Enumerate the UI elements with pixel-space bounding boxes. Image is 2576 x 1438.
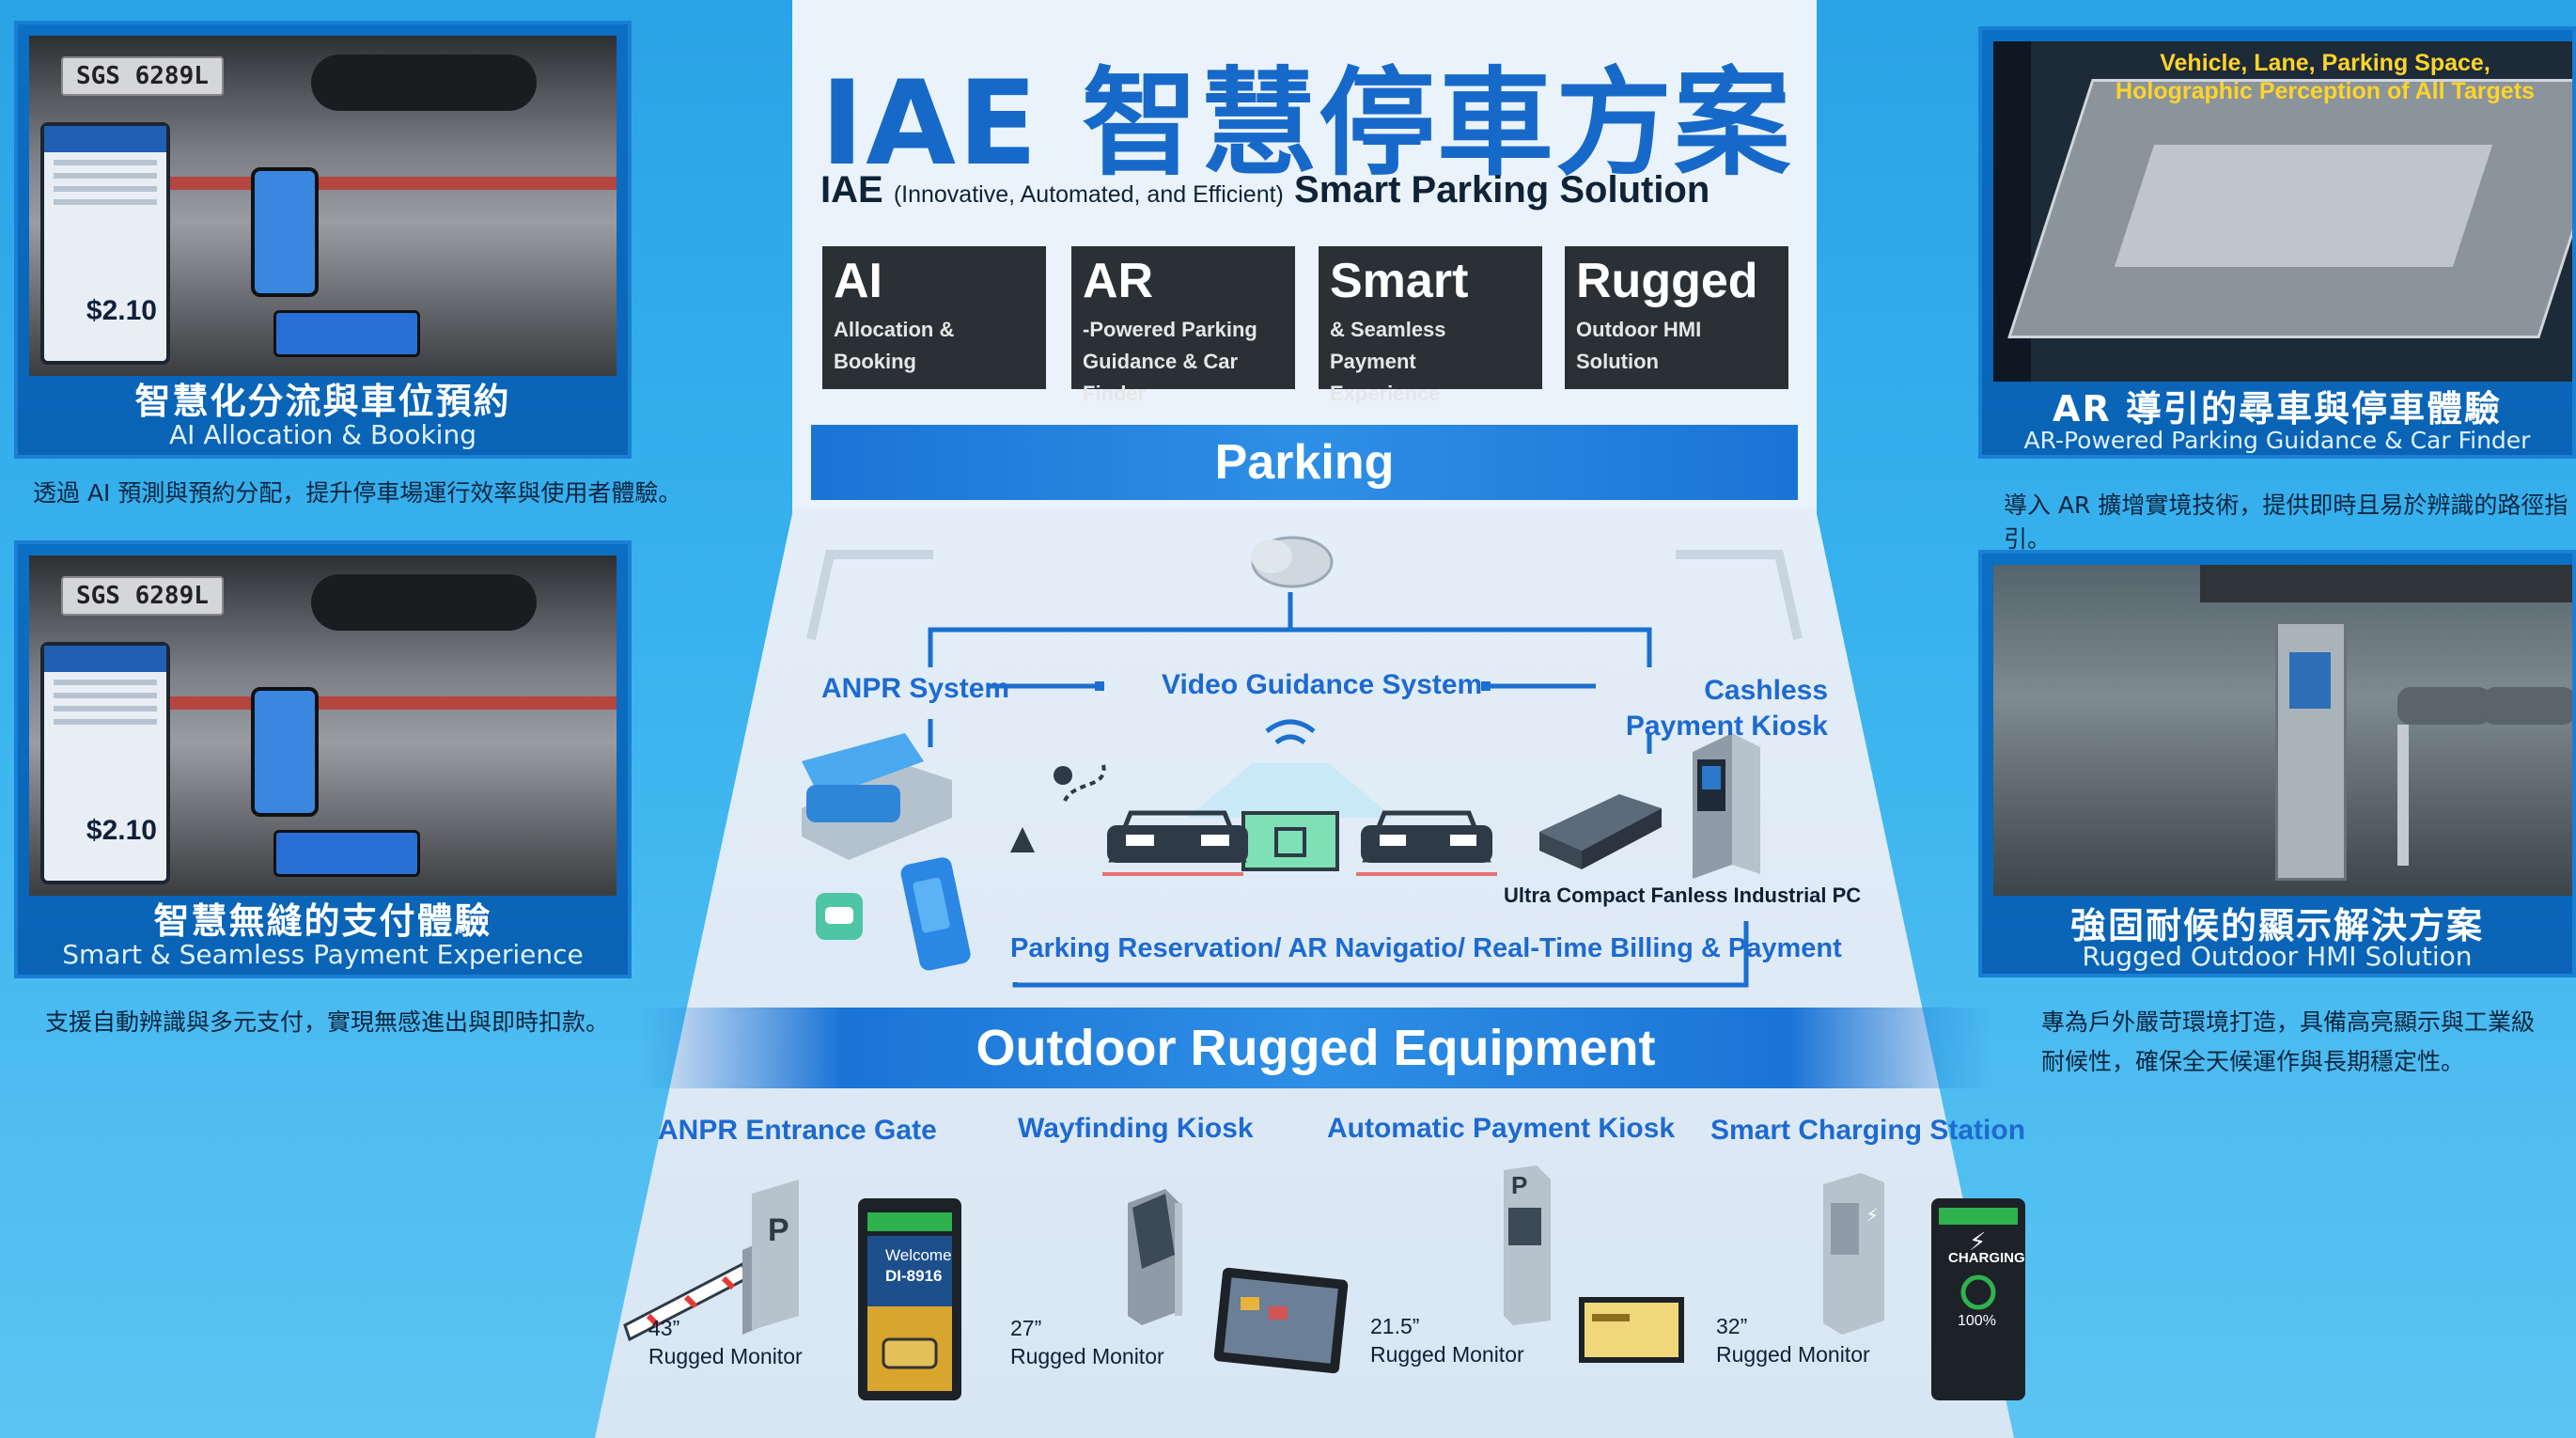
app-icon: [816, 893, 863, 940]
ar-map-screenshot: Vehicle, Lane, Parking Space, Holographi…: [1993, 41, 2572, 382]
svg-text:P: P: [768, 1212, 789, 1248]
video-guidance-label: Video Guidance System: [1162, 669, 1483, 700]
monitor-size-21: 21.5”Rugged Monitor: [1370, 1314, 1524, 1367]
card-seamless-payment: SGS 6289L $2.10 智慧無縫的支付體驗 Smart & Seamle…: [14, 540, 632, 978]
parking-slot-icon: [1187, 719, 1394, 871]
card-desc-line1: 專為戶外嚴苛環境打造，具備高亮顯示與工業級: [2041, 1008, 2536, 1036]
phone-icon: [251, 687, 319, 817]
route-icon: [1010, 760, 1106, 852]
page-title: IAE 智慧停車方案: [820, 56, 1792, 192]
anpr-gate-label: ANPR Entrance Gate: [658, 1115, 937, 1146]
monitor-size-32: 32”Rugged Monitor: [1716, 1314, 1870, 1367]
car-icon: [1102, 810, 1248, 876]
card-title-zh: 智慧無縫的支付體驗: [153, 900, 492, 942]
charging-text: CHARGING: [1948, 1250, 2025, 1266]
cashless-kiosk-label: Cashless Payment Kiosk: [1625, 675, 1828, 742]
car-interior-photo: SGS 6289L $2.10: [29, 555, 617, 896]
payment-kiosk-icon: [1693, 733, 1760, 879]
card-title-zh: 智慧化分流與車位預約: [134, 381, 511, 422]
parking-band: Parking: [811, 425, 1798, 500]
tablet-app: $2.10: [40, 642, 170, 884]
wayfinding-monitor: [1213, 1267, 1349, 1374]
car-icon: [1356, 810, 1497, 876]
card-desc: 支援自動辨識與多元支付，實現無感進出與即時扣款。: [45, 1008, 610, 1036]
dashboard-screen: [273, 830, 420, 877]
svg-text:P: P: [1511, 1171, 1527, 1199]
plate-text: DI-8916: [885, 1267, 943, 1285]
charging-station-label: Smart Charging Station: [1710, 1115, 2026, 1146]
charging-station-icon: ⚡: [1823, 1173, 1884, 1335]
monitor-size-43: 43”Rugged Monitor: [648, 1316, 803, 1368]
card-rugged-hmi: 強固耐候的顯示解決方案 Rugged Outdoor HMI Solution: [1978, 550, 2576, 977]
card-ai-allocation: SGS 6289L $2.10 智慧化分流與車位預約 AI Allocation…: [14, 21, 632, 459]
card-title-en: AR-Powered Parking Guidance & Car Finder: [2023, 427, 2531, 454]
payment-kiosk-icon: P: [1504, 1165, 1551, 1325]
wayfinding-kiosk-icon: [1128, 1189, 1182, 1325]
lightning-icon: ⚡: [1969, 1228, 1986, 1257]
cloud-icon: [1251, 536, 1334, 588]
parking-diagram: [802, 536, 1803, 988]
payment-monitor: [1579, 1297, 1684, 1363]
card-desc: 透過 AI 預測與預約分配，提升停車場運行效率與使用者體驗。: [33, 479, 682, 507]
card-ar-guidance: Vehicle, Lane, Parking Space, Holographi…: [1978, 26, 2576, 459]
welcome-text: Welcome: [885, 1246, 952, 1264]
car-interior-photo: SGS 6289L $2.10: [29, 36, 617, 376]
svg-text:⚡: ⚡: [1866, 1204, 1879, 1227]
industrial-pc-label: Ultra Compact Fanless Industrial PC: [1504, 883, 1862, 907]
card-title-en: Smart & Seamless Payment Experience: [62, 939, 584, 970]
rainy-kiosk-photo: [1993, 565, 2572, 896]
payment-kiosk-label: Automatic Payment Kiosk: [1327, 1113, 1676, 1144]
page-subtitle: IAE (Innovative, Automated, and Efficien…: [820, 169, 1710, 211]
outdoor-devices: P P ⚡ ⚡: [623, 1165, 2025, 1400]
license-plate: SGS 6289L: [61, 56, 224, 96]
entrance-monitor: [858, 1198, 961, 1400]
tablet-app: $2.10: [40, 122, 170, 365]
industrial-pc-icon: [1539, 794, 1662, 869]
anpr-car-icon: [802, 733, 952, 860]
charging-monitor: ⚡: [1931, 1198, 2025, 1400]
gate-barrier-icon: P: [623, 1180, 799, 1342]
charge-percent: 100%: [1958, 1313, 1996, 1329]
wayfinding-kiosk-label: Wayfinding Kiosk: [1018, 1113, 1254, 1144]
tile-ar: AR-Powered Parking Guidance & Car Finder: [1071, 246, 1295, 405]
services-label: Parking Reservation/ AR Navigatio/ Real-…: [1010, 933, 1842, 963]
monitor-size-27: 27”Rugged Monitor: [1010, 1316, 1164, 1368]
tile-smart: Smart& Seamless Payment Experience: [1319, 246, 1542, 405]
phone-icon: [251, 167, 319, 297]
card-title-en: AI Allocation & Booking: [169, 419, 476, 450]
card-title-en: Rugged Outdoor HMI Solution: [2082, 941, 2473, 972]
card-title-zh: AR 導引的尋車與停車體驗: [2053, 388, 2502, 430]
card-desc: 導入 AR 擴增實境技術，提供即時且易於辨識的路徑指引。: [2004, 492, 2568, 553]
price-display: $2.10: [86, 295, 157, 326]
ar-overlay-text: Vehicle, Lane, Parking Space, Holographi…: [2115, 50, 2535, 104]
dashboard-screen: [273, 310, 420, 357]
center-panel: IAE 智慧停車方案 IAE (Innovative, Automated, a…: [595, 0, 2014, 1438]
card-desc-line2: 耐候性，確保全天候運作與長期穩定性。: [2041, 1048, 2465, 1075]
card-title-zh: 強固耐候的顯示解決方案: [2069, 905, 2484, 946]
license-plate: SGS 6289L: [61, 576, 224, 616]
price-display: $2.10: [86, 815, 157, 846]
outdoor-band: Outdoor Rugged Equipment: [639, 1008, 1992, 1088]
anpr-system-label: ANPR System: [821, 673, 1010, 704]
phone-icon: [900, 857, 971, 971]
